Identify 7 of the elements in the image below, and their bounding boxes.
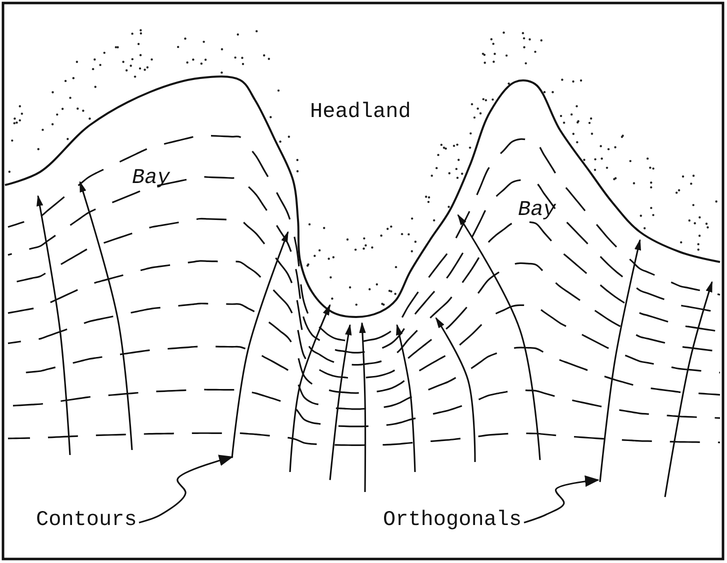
part-label: Orthogonals (383, 510, 522, 531)
leader-line (524, 475, 600, 524)
region-label: Headland (310, 102, 411, 123)
part-label: Contours (36, 510, 137, 531)
bay-label: Bay (518, 200, 556, 221)
leader-line (138, 454, 234, 524)
bay-label: Bay (132, 168, 170, 189)
